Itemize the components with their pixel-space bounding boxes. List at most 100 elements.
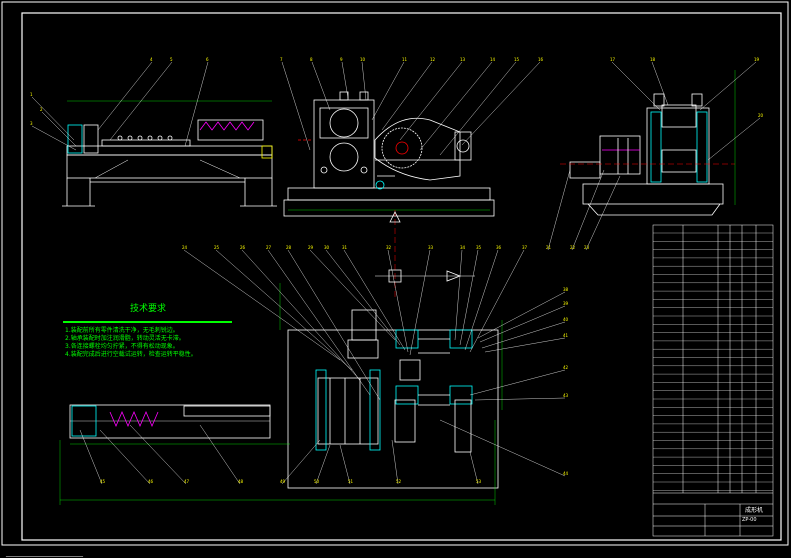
view-top-middle: [283, 91, 495, 300]
inner-frame: [21, 12, 782, 541]
leader-line: [311, 61, 331, 111]
leader-line: [469, 249, 525, 353]
balloon-label: 30: [324, 245, 330, 250]
bottom-left-label: ______________________: [6, 549, 83, 557]
balloon-label: 4: [150, 57, 153, 62]
balloon-label: 34: [460, 245, 466, 250]
title-block: [652, 224, 774, 537]
title-block-drawing-name: 成形机: [745, 507, 764, 514]
leader-line: [267, 249, 371, 396]
balloon-label: 49: [280, 479, 286, 484]
balloon-label: 33: [428, 245, 434, 250]
view-top-right: [560, 70, 736, 216]
balloon-label: 17: [610, 57, 616, 62]
leader-line: [484, 337, 566, 353]
leader-line: [464, 249, 499, 351]
leader-line: [474, 397, 566, 401]
leader-line: [184, 61, 209, 147]
balloon-label: 32: [386, 245, 392, 250]
balloon-label: 9: [340, 57, 343, 62]
leader-line: [241, 249, 361, 381]
leader-line: [699, 61, 757, 111]
leader-line: [79, 429, 103, 485]
view-top-left: [62, 100, 277, 207]
balloon-label: 2: [40, 107, 43, 112]
tech-requirement-line-1: 1.装配前所有零件清洗干净，无毛刺锐边。: [65, 327, 179, 334]
leader-line: [409, 249, 431, 356]
balloon-label: 50: [314, 479, 320, 484]
leader-line: [571, 169, 605, 251]
leader-line: [371, 61, 405, 121]
balloon-label: 48: [238, 479, 244, 484]
leader-line: [325, 249, 401, 346]
leader-line: [281, 61, 311, 151]
balloon-label: 18: [650, 57, 656, 62]
leader-line: [461, 61, 541, 146]
leader-line: [391, 439, 399, 485]
leader-line: [479, 305, 566, 343]
leader-line: [454, 249, 463, 341]
leader-line: [419, 61, 493, 151]
balloon-label: 21: [546, 245, 552, 250]
balloon-label: 14: [490, 57, 496, 62]
balloon-label: 45: [100, 479, 106, 484]
leader-line: [199, 424, 241, 485]
balloon-label: 16: [538, 57, 544, 62]
leader-line: [439, 419, 566, 477]
leader-line: [309, 249, 396, 341]
leader-line: [469, 369, 566, 396]
balloon-label: 11: [402, 57, 408, 62]
leader-line: [31, 96, 75, 141]
leader-line: [651, 61, 669, 106]
balloon-label: 13: [460, 57, 466, 62]
balloon-label: 31: [342, 245, 348, 250]
balloon-label: 1: [30, 92, 33, 97]
balloon-label: 5: [170, 57, 173, 62]
balloon-label: 42: [563, 365, 569, 370]
balloon-label: 19: [754, 57, 760, 62]
leader-line: [215, 249, 353, 371]
leader-line: [339, 444, 351, 485]
leader-line: [99, 429, 151, 485]
balloon-label: 8: [310, 57, 313, 62]
leader-line: [281, 439, 321, 485]
balloon-label: 25: [214, 245, 220, 250]
tech-requirements-title: 技术要求: [130, 304, 167, 314]
balloon-label: 36: [496, 245, 502, 250]
balloon-label: 51: [348, 479, 354, 484]
title-block-drawing-no: ZP-00: [742, 517, 757, 523]
balloon-label: 47: [184, 479, 190, 484]
leader-line: [129, 424, 187, 485]
view-bottom-plan: [59, 269, 503, 505]
balloon-label: 3: [30, 121, 33, 126]
balloon-label: 44: [563, 471, 569, 476]
leader-line: [41, 111, 77, 147]
balloon-label: 38: [563, 287, 569, 292]
leader-line: [97, 61, 153, 131]
outer-frame: [1, 1, 789, 546]
leader-line: [439, 61, 517, 156]
leader-line: [611, 61, 661, 111]
leader-line: [477, 291, 566, 339]
leader-line: [109, 61, 173, 141]
leader-line: [707, 117, 761, 161]
leader-line: [381, 61, 433, 131]
leader-line: [459, 249, 479, 346]
balloon-label: 7: [280, 57, 283, 62]
balloon-label: 12: [430, 57, 436, 62]
leader-line: [469, 451, 479, 485]
leader-line: [31, 125, 77, 151]
leader-line: [399, 61, 463, 141]
leader-line: [183, 249, 341, 361]
tech-requirement-line-4: 4.装配完成后进行空载试运转，检查运转平稳性。: [65, 351, 197, 358]
balloon-label: 29: [308, 245, 314, 250]
balloon-label: 35: [476, 245, 482, 250]
tech-requirement-line-3: 3.各连接螺栓均匀拧紧，不得有松动现象。: [65, 343, 179, 350]
balloon-label: 24: [182, 245, 188, 250]
leader-line: [585, 175, 621, 251]
balloon-label: 26: [240, 245, 246, 250]
balloon-label: 10: [360, 57, 366, 62]
balloon-label: 43: [563, 393, 569, 398]
